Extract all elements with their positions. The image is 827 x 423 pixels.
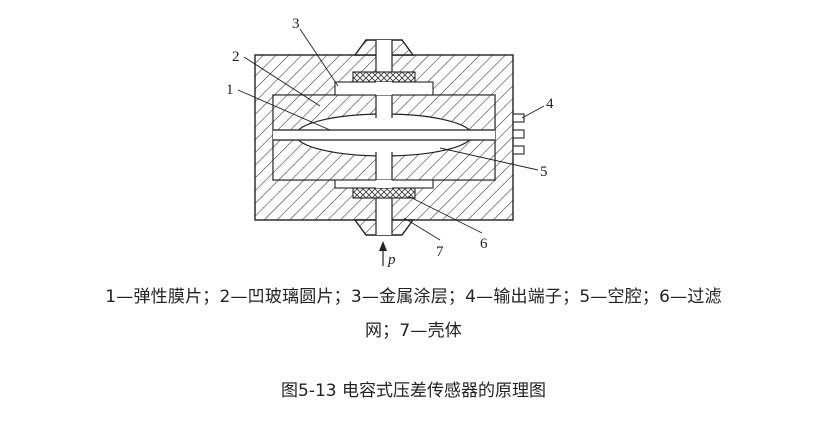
callout-3: 3 [292, 16, 300, 32]
callout-2: 2 [232, 49, 240, 65]
sensor-diagram: 1 2 3 4 5 6 7 p [226, 16, 554, 268]
pressure-label: p [387, 252, 396, 268]
callout-5: 5 [540, 164, 548, 180]
legend-line-2: 网；7—壳体 [364, 321, 463, 341]
callout-7: 7 [436, 244, 444, 260]
callout-6: 6 [480, 236, 488, 252]
pressure-arrow [379, 241, 387, 266]
leader-lines [237, 28, 545, 241]
callout-4: 4 [546, 96, 554, 112]
figure-title: 图5-13 电容式压差传感器的原理图 [281, 381, 546, 401]
metal-coating [334, 81, 434, 189]
output-terminals [512, 113, 525, 155]
legend-line-1: 1—弹性膜片；2—凹玻璃圆片；3—金属涂层；4—输出端子；5—空腔；6—过滤 [105, 287, 722, 307]
callout-1: 1 [226, 82, 234, 98]
elastic-diaphragm [273, 129, 495, 141]
